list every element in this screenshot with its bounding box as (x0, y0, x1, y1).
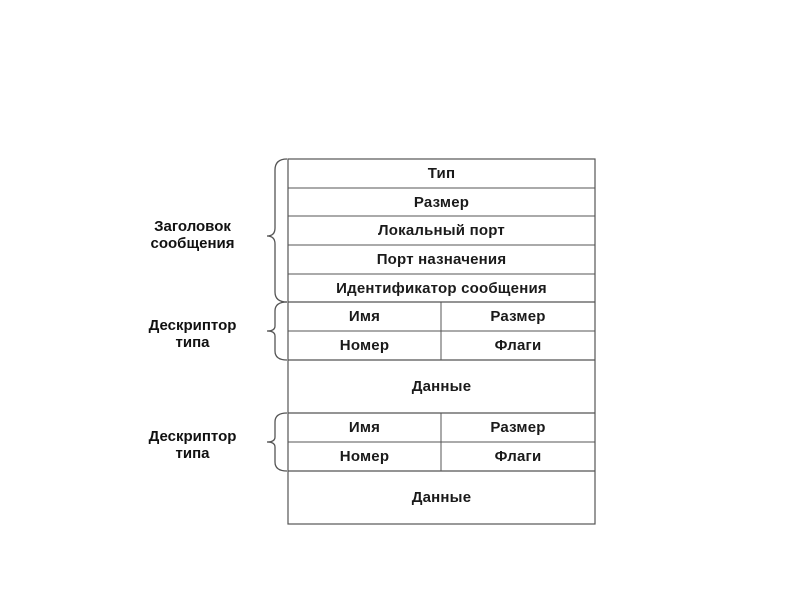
header-brace (266, 158, 288, 303)
descriptor-2-number: Номер (339, 448, 390, 465)
descriptor-1-flags: Флаги (494, 337, 542, 354)
field-type: Тип (427, 165, 456, 182)
descriptor-2-group-label: Дескриптор типа (120, 428, 265, 462)
data-1: Данные (411, 378, 472, 395)
descriptor-brace-2 (266, 412, 288, 472)
descriptor-1-size: Размер (490, 308, 546, 325)
descriptor-2-flags: Флаги (494, 448, 542, 465)
descriptor-1-group-label: Дескриптор типа (120, 317, 265, 351)
descriptor-2-name: Имя (348, 419, 381, 436)
diagram-outer-frame (287, 158, 596, 525)
descriptor-1-group-label-line-2: типа (175, 334, 210, 351)
field-message-id: Идентификатор сообщения (336, 279, 547, 297)
data-2: Данные (411, 489, 472, 506)
header-group-label-line-1: Заголовок (154, 218, 231, 235)
descriptor-1-number: Номер (339, 337, 390, 354)
descriptor-2-group-label-line-2: типа (175, 445, 210, 462)
header-group-label-line-2: сообщения (150, 235, 235, 252)
descriptor-brace-1 (266, 301, 288, 361)
descriptor-2-size: Размер (490, 419, 546, 436)
descriptor-1-name: Имя (348, 308, 381, 325)
field-local-port: Локальный порт (378, 222, 505, 239)
descriptor-1-group-label-line-1: Дескриптор (148, 317, 237, 334)
field-size: Размер (413, 193, 470, 211)
descriptor-2-group-label-line-1: Дескриптор (148, 428, 237, 445)
header-group-label: Заголовок сообщения (120, 218, 265, 252)
field-destination-port: Порт назначения (376, 251, 507, 268)
